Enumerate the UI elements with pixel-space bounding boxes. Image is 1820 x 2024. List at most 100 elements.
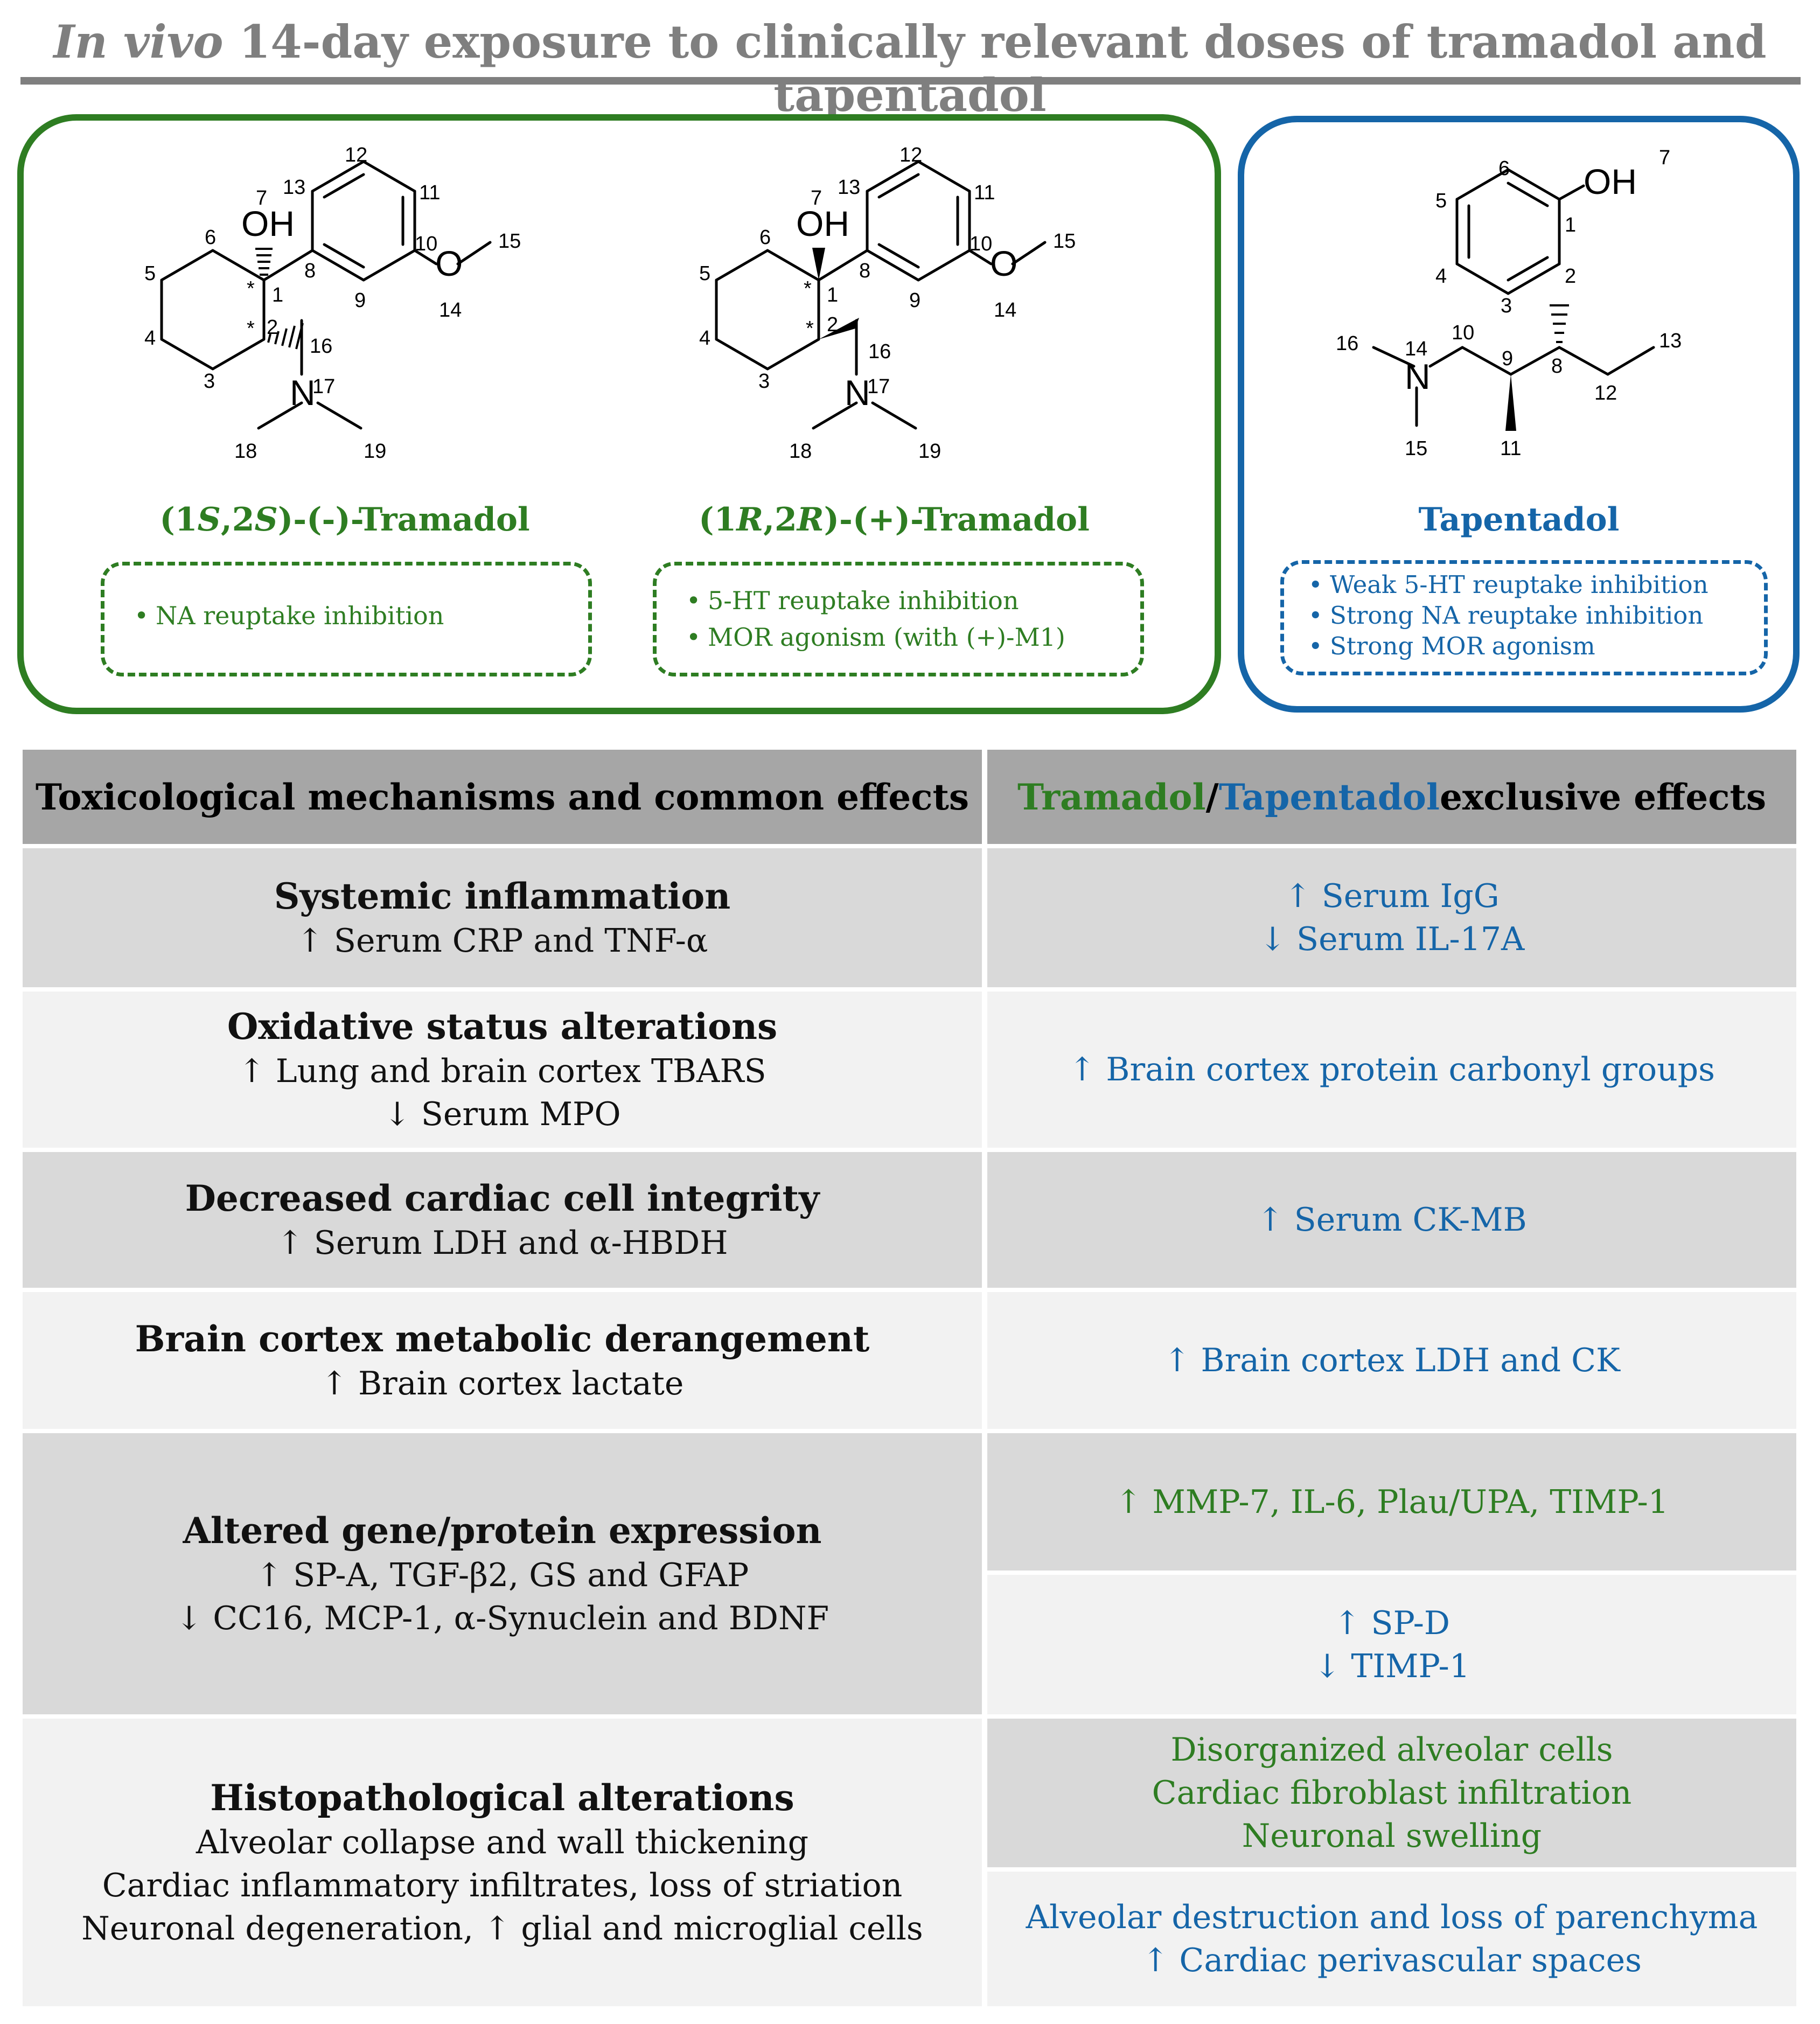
atom-number: 6 xyxy=(759,226,771,249)
header-tapentadol: Tapentadol xyxy=(1218,776,1440,818)
atom-number: 15 xyxy=(498,230,521,253)
table-row-oxidative-status: Oxidative status alterations ↑ Lung and … xyxy=(23,992,982,1148)
effect-line: ↑ MMP-7, IL-6, Plau/UPA, TIMP-1 xyxy=(1115,1483,1669,1521)
row-line: ↑ Brain cortex lactate xyxy=(320,1365,684,1402)
mechanism-item: •MOR agonism (with (+)-M1) xyxy=(686,623,1065,652)
atom-number: 9 xyxy=(909,289,921,312)
exclusive-effects-cell: Alveolar destruction and loss of parench… xyxy=(987,1872,1796,2006)
name-part: )-(+)-Tramadol xyxy=(824,501,1090,539)
n-label: N xyxy=(845,373,870,413)
row-heading: Decreased cardiac cell integrity xyxy=(185,1177,820,1219)
effect-line: Disorganized alveolar cells xyxy=(1170,1731,1613,1769)
s-tramadol-structure: OH O N 1 2 3 4 5 6 7 8 9 10 11 12 13 14 … xyxy=(144,145,521,463)
name-part: (1 xyxy=(699,501,737,539)
atom-number: 12 xyxy=(345,145,367,166)
atom-number: 7 xyxy=(1659,146,1670,169)
atom-number: 13 xyxy=(283,176,305,199)
row-heading: Oxidative status alterations xyxy=(227,1006,778,1048)
atom-number: 1 xyxy=(827,284,838,306)
tapentadol-mechanisms: •Weak 5-HT reuptake inhibition •Strong N… xyxy=(1280,560,1768,675)
atom-number: 2 xyxy=(827,313,838,336)
row-heading: Brain cortex metabolic derangement xyxy=(135,1318,870,1360)
atom-number: 17 xyxy=(867,375,890,398)
title-divider xyxy=(20,77,1801,85)
name-part: ,2 xyxy=(220,501,255,539)
mechanism-text: NA reuptake inhibition xyxy=(156,601,444,630)
oh-label: OH xyxy=(1584,162,1637,201)
effect-line: ↑ Brain cortex protein carbonyl groups xyxy=(1069,1051,1715,1088)
atom-number: 15 xyxy=(1053,230,1076,253)
atom-number: 3 xyxy=(204,370,215,393)
mechanism-text: MOR agonism (with (+)-M1) xyxy=(708,623,1065,652)
effect-line: ↑ Serum IgG xyxy=(1284,877,1500,915)
oh-label: OH xyxy=(796,204,849,243)
atom-number: 13 xyxy=(838,176,860,199)
row-line: ↓ CC16, MCP-1, α-Synuclein and BDNF xyxy=(175,1600,829,1637)
table-row-cardiac-integrity: Decreased cardiac cell integrity ↑ Serum… xyxy=(23,1152,982,1288)
atom-number: 3 xyxy=(1501,295,1512,317)
table-row-gene-protein-expression: Altered gene/protein expression ↑ SP-A, … xyxy=(23,1433,982,1714)
atom-number: 16 xyxy=(1336,332,1358,355)
atom-number: 10 xyxy=(415,233,437,255)
table-row-histopathological: Histopathological alterations Alveolar c… xyxy=(23,1719,982,2006)
oh-label: OH xyxy=(241,204,295,243)
atom-number: 16 xyxy=(310,335,332,358)
name-part: S xyxy=(254,501,278,539)
atom-number: 18 xyxy=(234,440,257,463)
atom-number: 4 xyxy=(1435,265,1447,288)
atom-number: 13 xyxy=(1659,330,1682,352)
row-line: ↓ Serum MPO xyxy=(383,1095,621,1133)
tramadol-panel xyxy=(17,114,1221,714)
exclusive-effects-cell: ↑ Serum CK-MB xyxy=(987,1152,1796,1288)
tapentadol-panel xyxy=(1238,116,1800,713)
tapentadol-structure: OH N 1 2 3 4 5 6 7 8 9 10 11 12 13 14 15… xyxy=(1336,146,1682,460)
atom-number: 7 xyxy=(811,187,822,210)
row-line: ↑ Serum LDH and α-HBDH xyxy=(276,1224,728,1262)
atom-number: 8 xyxy=(304,260,316,282)
atom-number: 10 xyxy=(1452,322,1474,344)
row-line: ↑ Serum CRP and TNF-α xyxy=(296,922,708,960)
header-text: Toxicological mechanisms and common effe… xyxy=(35,776,970,818)
s-tramadol-name: (1S,2S)-(-)-Tramadol xyxy=(124,501,566,539)
atom-number: 19 xyxy=(364,440,386,463)
name-part: R xyxy=(736,501,764,539)
title-rest: 14-day exposure to clinically relevant d… xyxy=(223,15,1767,122)
mechanism-item: •Strong MOR agonism xyxy=(1308,632,1595,660)
stereocenter-mark: * xyxy=(247,277,255,300)
mechanism-item: •Weak 5-HT reuptake inhibition xyxy=(1308,570,1709,599)
atom-number: 2 xyxy=(267,316,278,339)
n-label: N xyxy=(290,373,316,413)
mechanism-text: Strong MOR agonism xyxy=(1330,632,1595,660)
atom-number: 12 xyxy=(1594,382,1617,404)
atom-number: 10 xyxy=(970,233,992,255)
table-row-systemic-inflammation: Systemic inflammation ↑ Serum CRP and TN… xyxy=(23,848,982,987)
header-tramadol: Tramadol xyxy=(1017,776,1206,818)
title-italic: In vivo xyxy=(53,15,224,68)
atom-number: 14 xyxy=(994,299,1016,322)
atom-number: 5 xyxy=(699,262,710,285)
row-line: Alveolar collapse and wall thickening xyxy=(196,1824,809,1861)
atom-number: 4 xyxy=(699,327,710,350)
header-rest: exclusive effects xyxy=(1439,776,1767,818)
mechanism-text: 5-HT reuptake inhibition xyxy=(708,586,1019,615)
table-header-right: Tramadol/Tapentadol exclusive effects xyxy=(987,750,1796,844)
tapentadol-name: Tapentadol xyxy=(1418,501,1620,539)
mechanism-item: •5-HT reuptake inhibition xyxy=(686,586,1019,615)
atom-number: 18 xyxy=(789,440,812,463)
exclusive-effects-cell: ↑ MMP-7, IL-6, Plau/UPA, TIMP-1 xyxy=(987,1433,1796,1571)
header-slash: / xyxy=(1205,776,1219,818)
atom-number: 15 xyxy=(1405,437,1427,460)
s-tramadol-mechanisms: •NA reuptake inhibition xyxy=(101,562,592,676)
effect-line: ↑ Cardiac perivascular spaces xyxy=(1142,1942,1642,1979)
effect-line: Cardiac fibroblast infiltration xyxy=(1152,1774,1632,1812)
atom-number: 5 xyxy=(144,262,156,285)
atom-number: 6 xyxy=(1498,157,1510,180)
row-line: Neuronal degeneration, ↑ glial and micro… xyxy=(81,1910,923,1948)
mechanism-text: Strong NA reuptake inhibition xyxy=(1330,601,1704,630)
atom-number: 14 xyxy=(1405,338,1427,360)
table-row-brain-metabolic: Brain cortex metabolic derangement ↑ Bra… xyxy=(23,1292,982,1429)
row-heading: Systemic inflammation xyxy=(274,875,731,917)
exclusive-effects-cell: Disorganized alveolar cells Cardiac fibr… xyxy=(987,1719,1796,1867)
atom-number: 3 xyxy=(758,370,770,393)
atom-number: 17 xyxy=(312,375,335,398)
